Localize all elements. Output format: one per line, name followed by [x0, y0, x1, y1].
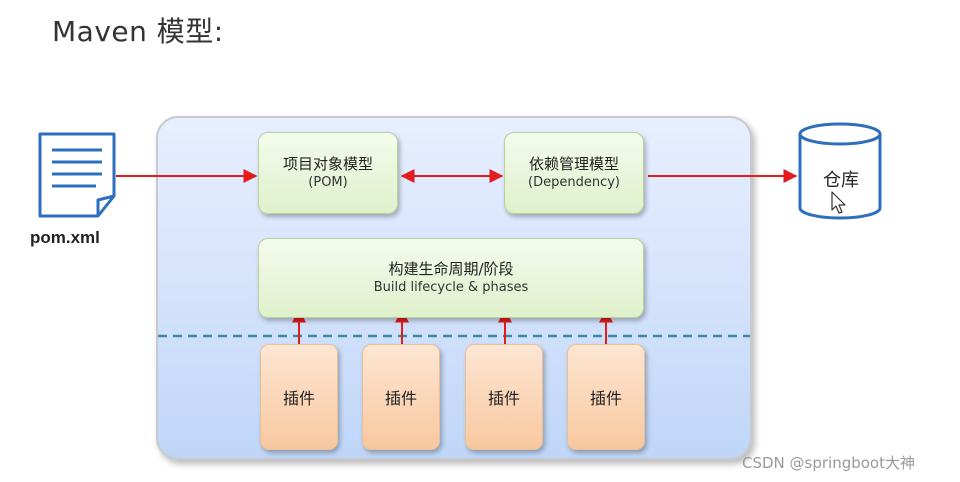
plugin-label: 插件: [282, 389, 315, 408]
pom-file-label: pom.xml: [30, 228, 100, 247]
pom-model-subtitle: (POM): [308, 175, 348, 190]
dependency-model-title: 依赖管理模型: [528, 155, 619, 173]
plugin-label: 插件: [384, 389, 417, 408]
dependency-model-subtitle: (Dependency): [528, 175, 620, 190]
document-icon: [38, 132, 116, 218]
dependency-model-box: 依赖管理模型 (Dependency): [504, 132, 644, 214]
plugin-label: 插件: [487, 389, 520, 408]
page-title: Maven 模型:: [52, 15, 224, 48]
build-lifecycle-subtitle: Build lifecycle & phases: [373, 280, 529, 295]
build-lifecycle-box: 构建生命周期/阶段 Build lifecycle & phases: [258, 238, 644, 318]
build-lifecycle-title: 构建生命周期/阶段: [388, 260, 514, 278]
plugin-box: 插件: [567, 344, 645, 450]
pom-model-title: 项目对象模型: [282, 155, 373, 173]
repository-label: 仓库: [823, 170, 859, 191]
database-cylinder-icon: [798, 122, 882, 220]
project-object-model-box: 项目对象模型 (POM): [258, 132, 398, 214]
plugin-label: 插件: [589, 389, 622, 408]
plugin-box: 插件: [260, 344, 338, 450]
mouse-cursor-icon: [831, 191, 846, 214]
watermark-text: CSDN @springboot大神: [742, 454, 915, 472]
plugin-box: 插件: [465, 344, 543, 450]
plugin-box: 插件: [362, 344, 440, 450]
